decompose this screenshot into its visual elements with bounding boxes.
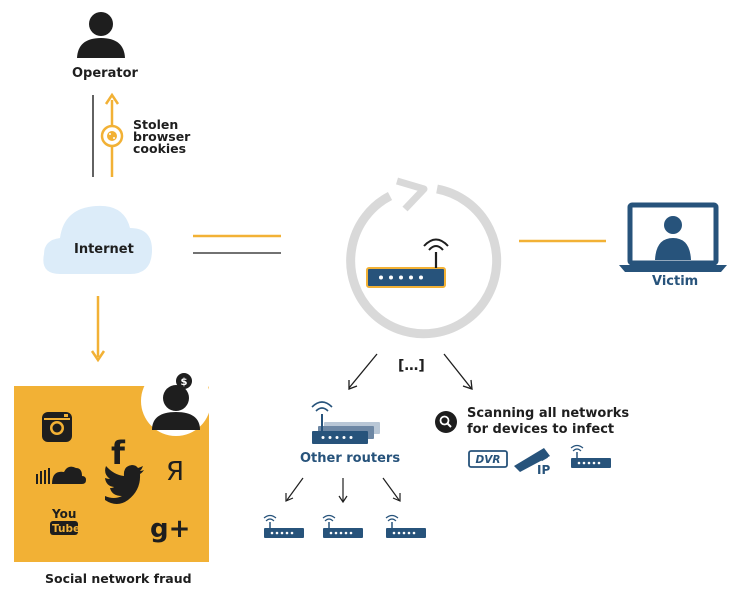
router-icon <box>570 444 612 469</box>
scanning-label-2: for devices to infect <box>467 422 615 437</box>
cookie-icon <box>100 124 124 148</box>
arrow-to-other-routers <box>348 353 378 389</box>
router-icon <box>385 514 427 539</box>
twitter-icon <box>105 465 144 504</box>
central-router-icon <box>366 238 449 288</box>
svg-text:DVR: DVR <box>476 454 501 466</box>
laptop-icon <box>619 202 727 272</box>
infection-cycle-ring <box>346 184 502 339</box>
internet-label: Internet <box>74 242 134 257</box>
arrow-to-scanning-head <box>462 379 473 390</box>
other-routers-icon <box>311 401 380 444</box>
ip-camera-icon: IP <box>514 448 550 477</box>
ellipsis-label: […] <box>398 358 425 374</box>
other-routers-label: Other routers <box>300 451 401 466</box>
cookie-arrow-head <box>104 92 120 105</box>
scanning-label-1: Scanning all networks <box>467 406 630 421</box>
operator-icon <box>77 12 125 58</box>
instagram-icon <box>42 412 72 442</box>
arrow-to-scanning <box>443 353 472 389</box>
dollar-icon: $ <box>176 373 192 389</box>
yandex-icon: Я <box>166 457 184 487</box>
svg-text:IP: IP <box>537 463 550 477</box>
svg-text:$: $ <box>181 377 188 388</box>
youtube-icon-bottom: Tube <box>52 523 80 535</box>
magnifier-icon <box>435 411 457 433</box>
soundcloud-icon <box>36 466 86 484</box>
sub-arrow-left-head <box>285 493 294 502</box>
stolen-cookies-label-2: browser <box>133 129 191 144</box>
youtube-icon-top: You <box>51 507 76 521</box>
sub-arrow-right-head <box>392 493 401 502</box>
fraudster-icon <box>141 366 211 436</box>
victim-label: Victim <box>652 274 699 289</box>
arrow-to-other-routers-head <box>348 380 358 390</box>
stolen-cookies-label-1: Stolen <box>133 117 179 132</box>
dvr-icon: DVR <box>468 450 508 468</box>
gplus-icon: g+ <box>150 514 190 544</box>
stolen-cookies-label-3: cookies <box>133 141 187 156</box>
facebook-icon: f <box>111 434 126 472</box>
sub-arrow-middle-head <box>338 495 348 504</box>
router-icon <box>322 514 364 539</box>
operator-label: Operator <box>72 66 138 81</box>
cloud-icon <box>43 205 152 274</box>
infection-cycle-arrowhead <box>396 177 428 212</box>
router-icon <box>263 514 305 539</box>
sub-arrow-left <box>286 477 304 501</box>
social-fraud-label: Social network fraud <box>45 571 192 586</box>
sub-arrow-right <box>382 477 400 501</box>
internet-social-arrow-head <box>90 350 106 363</box>
youtube-icon <box>50 521 78 535</box>
